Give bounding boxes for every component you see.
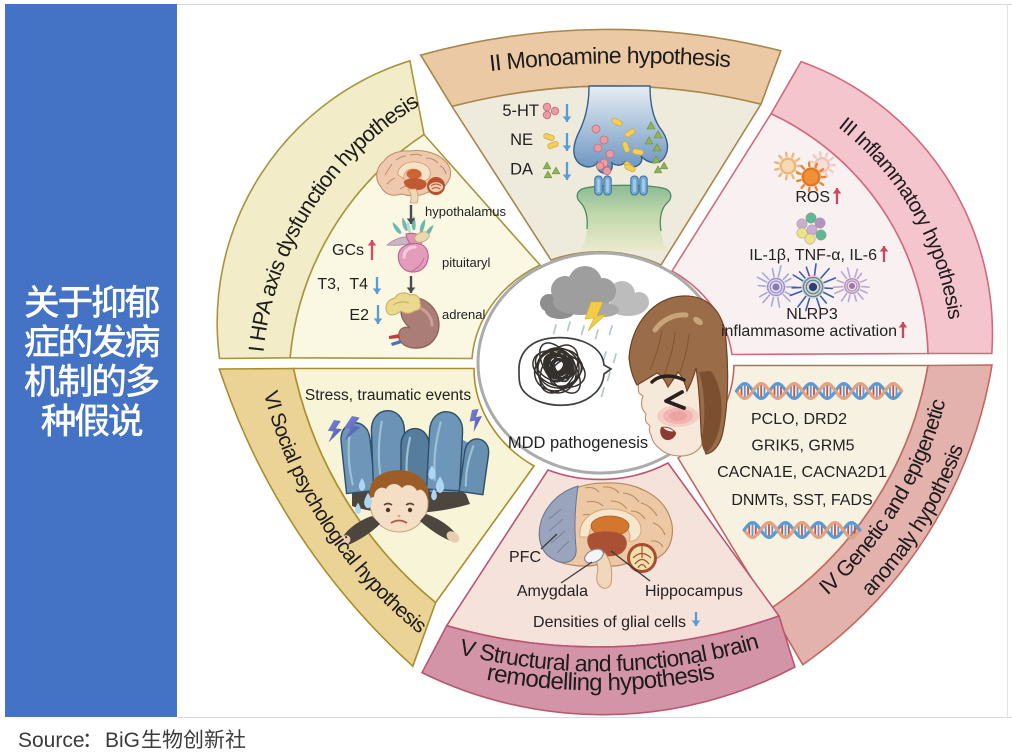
svg-text:PFC: PFC bbox=[509, 549, 541, 566]
svg-text:adrenal: adrenal bbox=[442, 307, 485, 322]
svg-text:CACNA1E, CACNA2D1: CACNA1E, CACNA2D1 bbox=[717, 464, 887, 481]
svg-text:Stress, traumatic events: Stress, traumatic events bbox=[305, 387, 472, 404]
svg-text:GCs: GCs bbox=[332, 242, 364, 259]
svg-text:E2: E2 bbox=[349, 307, 369, 324]
svg-text:ROS: ROS bbox=[795, 189, 830, 206]
svg-text:inflammasome activation: inflammasome activation bbox=[721, 323, 897, 340]
svg-text:Hippocampus: Hippocampus bbox=[645, 583, 743, 600]
svg-text:BiG: BiG bbox=[105, 729, 140, 752]
svg-text:NE: NE bbox=[510, 131, 533, 149]
svg-text:DNMTs, SST, FADS: DNMTs, SST, FADS bbox=[731, 492, 872, 509]
svg-text:Amygdala: Amygdala bbox=[517, 583, 588, 600]
svg-text:MDD pathogenesis: MDD pathogenesis bbox=[508, 434, 648, 452]
svg-text:IL-1β, TNF-α, IL-6: IL-1β, TNF-α, IL-6 bbox=[749, 247, 877, 264]
svg-text:5-HT: 5-HT bbox=[502, 102, 539, 120]
svg-text:GRIK5, GRM5: GRIK5, GRM5 bbox=[751, 438, 854, 455]
svg-text:NLRP3: NLRP3 bbox=[786, 306, 838, 323]
svg-text:PCLO, DRD2: PCLO, DRD2 bbox=[751, 411, 847, 428]
svg-text:DA: DA bbox=[510, 161, 533, 179]
svg-text:hypothalamus: hypothalamus bbox=[425, 204, 506, 219]
svg-text:Source: Source bbox=[18, 729, 85, 752]
svg-text:pituitaryl: pituitaryl bbox=[442, 255, 491, 270]
svg-text:T3, T4: T3, T4 bbox=[317, 276, 368, 293]
svg-text:Densities of glial cells: Densities of glial cells bbox=[533, 614, 686, 631]
